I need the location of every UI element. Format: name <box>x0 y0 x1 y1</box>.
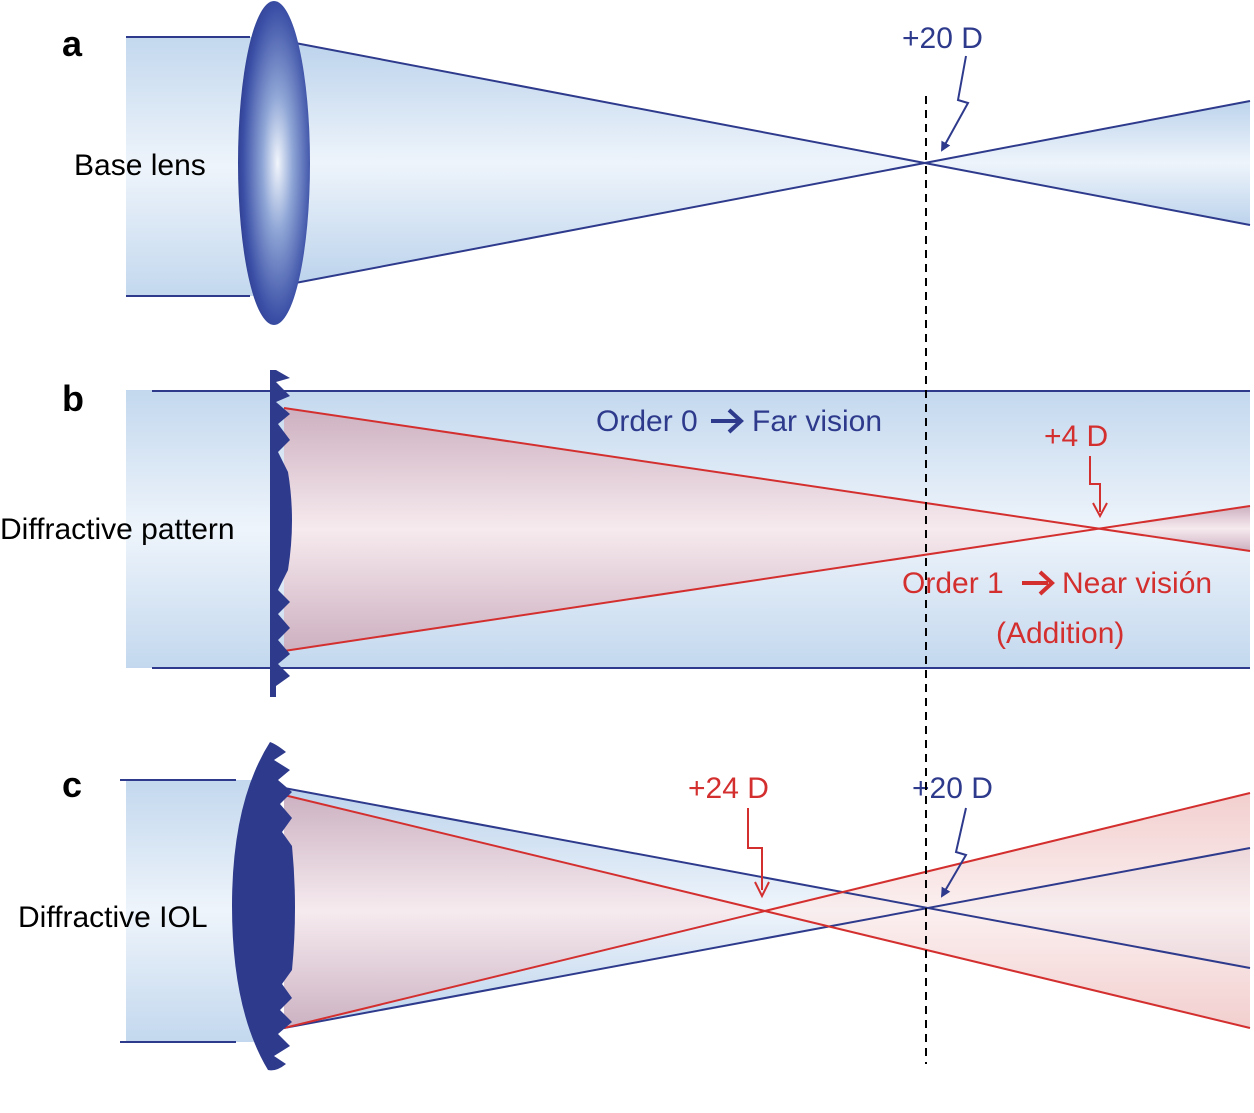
zigzag-arrow-icon <box>747 808 763 890</box>
order0-prefix: Order 0 <box>596 405 698 438</box>
order1-label: Order 1 Near visión <box>902 567 1212 600</box>
ray-bottom <box>289 100 1251 285</box>
focus-label: +20 D <box>902 22 983 55</box>
red-ray-top <box>283 407 1251 552</box>
order0-label: Order 0 Far vision <box>596 405 882 438</box>
order0-suffix: Far vision <box>752 405 882 438</box>
blue-ray-top <box>283 787 1251 969</box>
zigzag-arrow-icon <box>941 55 970 152</box>
arrow-tip <box>754 881 770 899</box>
order1-suffix: Near visión <box>1062 567 1212 600</box>
panel-letter: c <box>62 764 82 805</box>
near-focus-label: +24 D <box>688 772 769 805</box>
blue-ray-bottom <box>283 847 1251 1029</box>
panel-a: a Base lens +20 D <box>62 1 1251 325</box>
element-label: Diffractive pattern <box>0 513 235 546</box>
panel-c: c Diffractive IOL +24 D +20 D <box>18 742 1251 1071</box>
element-label: Diffractive IOL <box>18 901 208 934</box>
red-ray-bottom <box>283 792 1251 1029</box>
far-focus-label: +20 D <box>912 772 993 805</box>
element-label: Base lens <box>74 149 206 182</box>
panel-letter: a <box>62 23 83 64</box>
ray-top <box>289 41 1251 226</box>
panel-b: b Diffractive pattern Order 0 Far vision… <box>0 370 1251 697</box>
panel-letter: b <box>62 378 84 419</box>
red-ray-bottom <box>283 505 1251 652</box>
zigzag-arrow-icon <box>940 807 968 898</box>
converging-cone <box>290 42 926 284</box>
right-arrow-icon <box>1022 570 1055 596</box>
focus-label: +4 D <box>1044 420 1108 453</box>
order1-cone <box>284 408 1098 651</box>
diffractive-iol-shape <box>232 742 295 1071</box>
diverging-cone <box>926 101 1250 225</box>
arrow-tip <box>1092 502 1108 519</box>
order1-note: (Addition) <box>996 617 1124 650</box>
base-lens-shape <box>238 1 310 325</box>
near-diverging <box>762 793 1250 1028</box>
order1-prefix: Order 1 <box>902 567 1004 600</box>
order1-diverging <box>1098 506 1250 551</box>
zigzag-arrow-icon <box>1089 456 1101 512</box>
right-arrow-icon <box>711 408 744 434</box>
diffractive-plate <box>270 370 292 697</box>
near-cone <box>284 795 762 1028</box>
